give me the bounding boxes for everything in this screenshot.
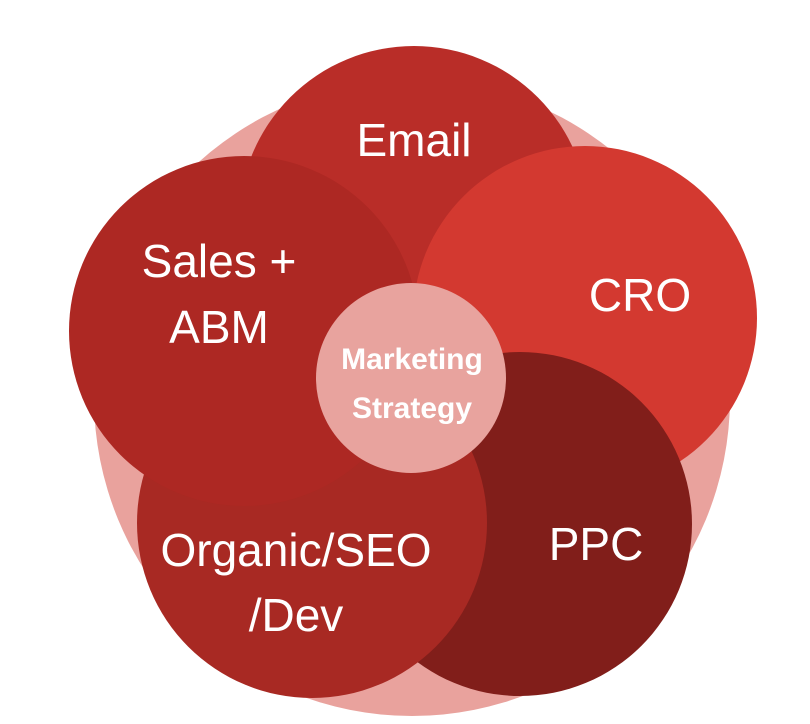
cro-label: CRO [589,269,691,321]
ppc-label: PPC [549,518,644,570]
center-label-line-1: Marketing [341,343,483,376]
center-circle [316,283,506,473]
center-label-line-2: Strategy [352,392,472,425]
email-label: Email [356,114,471,166]
sales-abm-label-line-2: ABM [169,301,269,353]
sales-abm-label-line-1: Sales + [142,235,297,287]
organic-seo-label-line-2: /Dev [249,589,344,641]
organic-seo-label-line-1: Organic/SEO [161,524,432,576]
